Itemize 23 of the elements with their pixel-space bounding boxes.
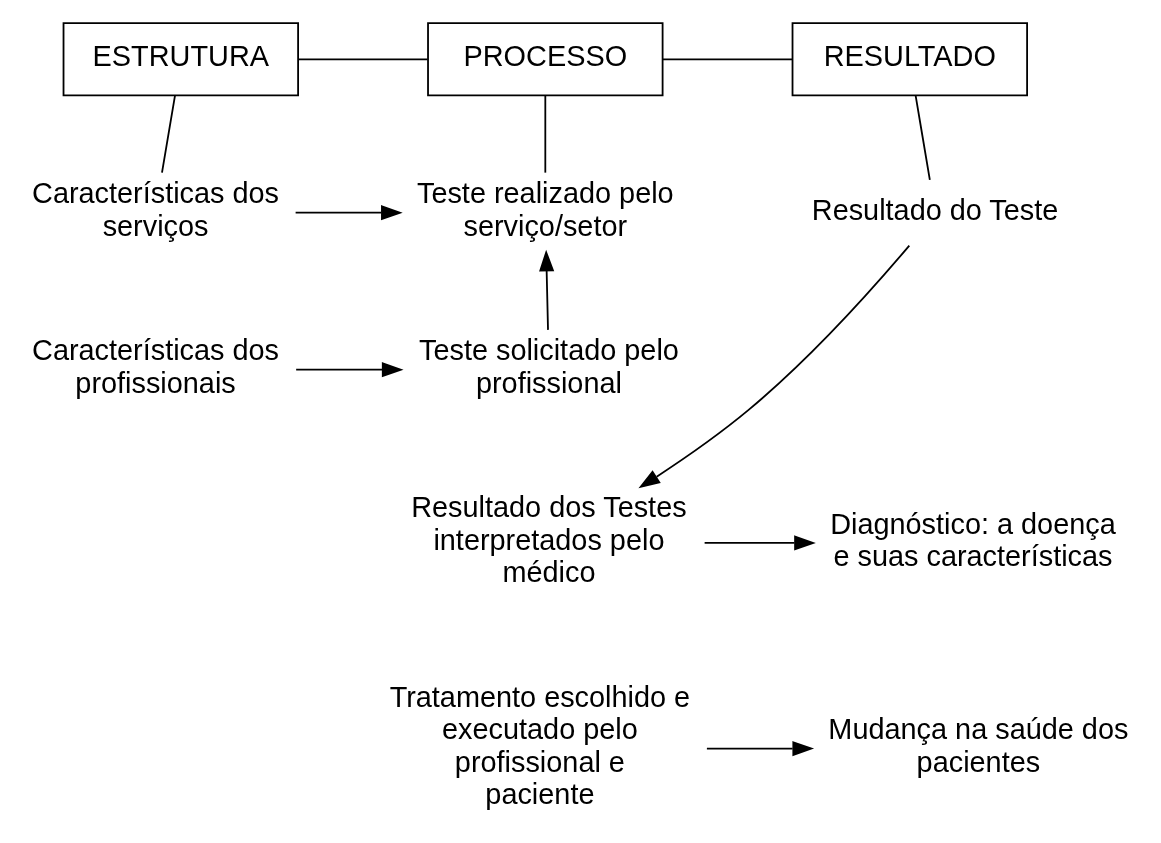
- node-text: Mudança na saúde dos pacientes: [828, 712, 1129, 778]
- node-box: RESULTADO: [791, 21, 1028, 96]
- node-text: Resultado do Teste: [811, 193, 1059, 226]
- node-box: ESTRUTURA: [62, 21, 299, 96]
- connector: [914, 94, 931, 181]
- arrow: [539, 249, 555, 331]
- node-text: Teste solicitado pelo profissional: [418, 333, 679, 399]
- node-text: Características dos serviços: [32, 176, 280, 242]
- connector: [297, 57, 429, 60]
- node-text: Tratamento escolhido e executado pelo profissional e paciente: [389, 680, 691, 810]
- connector: [161, 94, 176, 174]
- node-box: PROCESSO: [427, 21, 664, 96]
- node-text: Resultado dos Testes interpretados pelo médico: [411, 490, 687, 588]
- arrow: [638, 244, 911, 488]
- connector: [544, 94, 547, 174]
- node-text: Características dos profissionais: [32, 333, 280, 399]
- node-text: Diagnóstico: a doença e suas características: [830, 507, 1116, 572]
- arrow: [706, 740, 815, 756]
- arrow: [294, 204, 403, 220]
- node-text: Teste realizado pelo serviço/setor: [416, 176, 674, 242]
- arrow: [703, 534, 816, 550]
- connector: [661, 57, 793, 60]
- arrow: [295, 361, 404, 377]
